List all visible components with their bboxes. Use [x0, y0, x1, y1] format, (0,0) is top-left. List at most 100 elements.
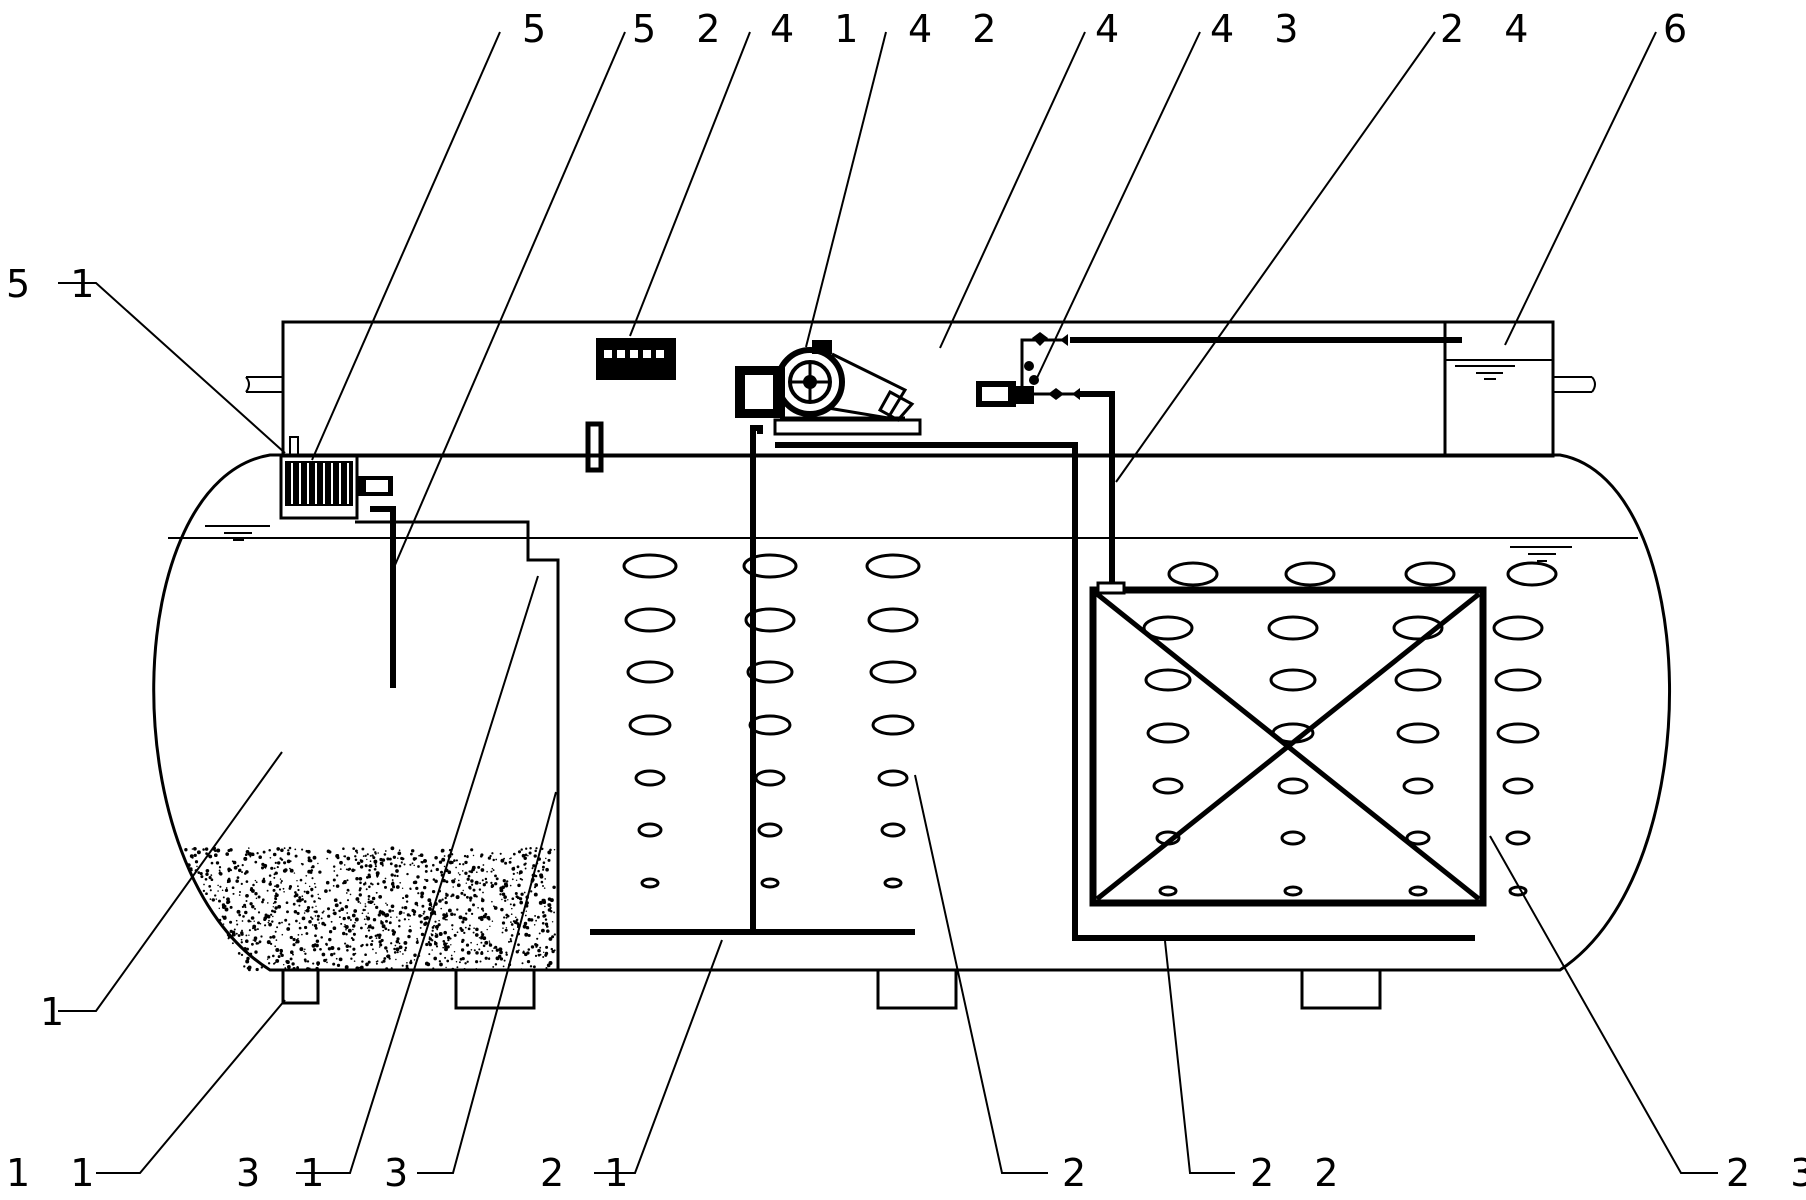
sediment-particle	[411, 862, 414, 865]
sediment-particle	[332, 878, 336, 882]
sediment-particle	[366, 927, 369, 929]
sediment-particle	[289, 957, 293, 961]
sediment-particle	[541, 911, 545, 914]
sediment-particle	[482, 864, 485, 866]
sediment-particle	[437, 923, 441, 927]
sediment-particle	[395, 939, 400, 944]
label-4: 4	[1095, 7, 1133, 51]
sediment-particle	[274, 930, 277, 933]
sediment-particle	[285, 960, 290, 965]
sediment-particle	[235, 932, 238, 935]
sediment-particle	[494, 882, 498, 886]
sediment-particle	[290, 950, 294, 954]
sediment-particle	[458, 915, 463, 920]
sediment-particle	[548, 961, 553, 965]
water-level-mark-1	[205, 525, 270, 541]
sediment-particle	[366, 853, 369, 856]
sediment-particle	[470, 948, 473, 951]
sediment-particle	[427, 941, 431, 944]
sediment-particle	[224, 907, 229, 912]
sediment-particle	[373, 859, 378, 864]
sediment-particle	[470, 883, 474, 886]
sediment-particle	[388, 909, 392, 913]
sediment-particle	[227, 937, 230, 940]
sediment-particle	[458, 863, 461, 866]
sediment-particle	[316, 961, 321, 966]
sediment-particle	[422, 912, 425, 915]
sediment-particle	[552, 885, 556, 890]
sediment-particle	[314, 915, 317, 917]
sediment-particle	[228, 935, 231, 938]
sediment-particle	[384, 885, 387, 889]
sediment-particle	[398, 910, 403, 915]
sediment-particle	[377, 852, 379, 854]
sediment-particle	[481, 933, 485, 937]
sediment-particle	[367, 873, 371, 877]
label-22: 2 2	[1250, 1151, 1352, 1195]
sediment-particle	[304, 959, 307, 963]
sediment-particle	[254, 860, 258, 864]
sediment-particle	[531, 867, 534, 870]
sediment-particle	[269, 913, 273, 916]
sediment-particle	[472, 854, 475, 857]
sediment-particle	[488, 940, 491, 942]
sediment-particle	[477, 865, 481, 869]
sediment-particle	[542, 914, 546, 918]
label-3: 3	[384, 1151, 422, 1195]
air-pipe-22	[775, 442, 1475, 941]
sediment-particle	[527, 917, 532, 922]
sediment-particle	[218, 871, 222, 875]
sediment-particle	[254, 928, 257, 931]
sediment-particle	[384, 946, 388, 950]
sediment-particle	[545, 857, 547, 860]
sediment-particle	[381, 911, 386, 916]
sediment-particle	[399, 881, 402, 884]
air-bubble	[1144, 668, 1192, 692]
sediment-particle	[245, 939, 249, 943]
air-bubbles	[622, 553, 1558, 897]
sediment-particle	[551, 935, 555, 939]
sediment-particle	[262, 877, 266, 880]
sediment-particle	[436, 928, 439, 931]
sediment-particle	[397, 857, 399, 859]
sediment-particle	[355, 897, 360, 901]
sediment-particle	[544, 951, 549, 956]
sediment-particle	[456, 966, 459, 969]
sediment-particle	[269, 942, 273, 946]
sediment-particle	[245, 900, 248, 902]
sediment-particle	[443, 930, 447, 935]
blower-42	[735, 340, 922, 436]
sediment-particle	[359, 965, 364, 970]
sediment-particle	[229, 905, 233, 909]
sediment-particle	[390, 916, 392, 919]
sediment-particle	[396, 874, 399, 878]
sediment-particle	[368, 868, 371, 872]
sediment-particle	[366, 858, 368, 861]
sediment-particle	[274, 906, 278, 910]
sediment-particle	[245, 934, 248, 937]
sediment-particle	[461, 920, 465, 924]
sediment-particle	[272, 888, 276, 892]
sediment-particle	[482, 883, 486, 887]
air-bubble	[1505, 830, 1531, 846]
sediment-particle	[191, 848, 194, 850]
sediment-particle	[473, 927, 475, 929]
sediment-particle	[315, 924, 317, 926]
sediment-particle	[432, 878, 436, 881]
sediment-particle	[218, 869, 221, 872]
sediment-particle	[354, 855, 357, 858]
sediment-particle	[298, 904, 301, 907]
sediment-particle	[222, 896, 225, 899]
sediment-particle	[344, 942, 347, 945]
sediment-particle	[462, 863, 465, 866]
sediment-particle	[534, 954, 538, 957]
sediment-particle	[315, 939, 320, 943]
sediment-particle	[505, 953, 508, 956]
sediment-particle	[248, 934, 250, 936]
sediment-particle	[260, 935, 263, 938]
sediment-particle	[536, 915, 540, 919]
sediment-particle	[354, 952, 357, 955]
sediment-particle	[303, 950, 305, 953]
sediment-particle	[249, 855, 252, 858]
sediment-particle	[430, 933, 434, 937]
